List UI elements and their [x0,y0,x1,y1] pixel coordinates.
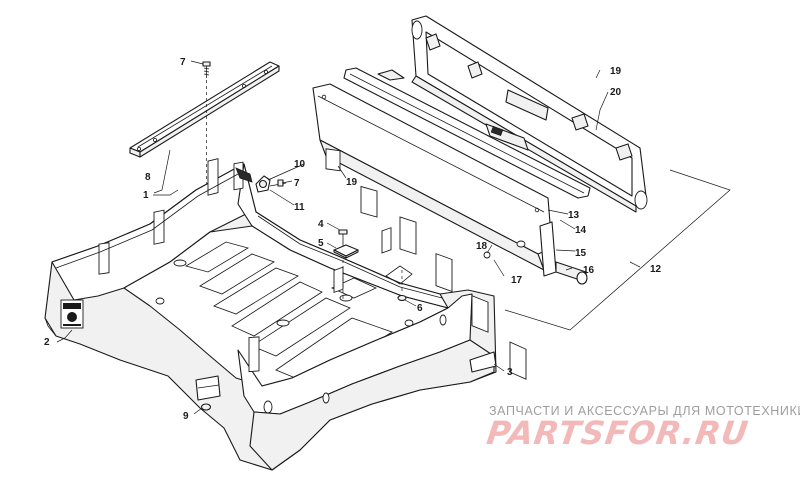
part-tailgate-inner [312,83,553,380]
callout-7-top: 7 [180,57,186,68]
callout-15: 15 [575,248,587,259]
callout-leaders [56,60,641,415]
watermark-logo: PARTSFOR.RU [484,414,752,452]
part-tailgate-seal [343,67,591,199]
callout-12: 12 [650,264,662,275]
callout-18: 18 [476,241,488,252]
callout-19-top: 19 [610,66,622,77]
callout-11: 11 [294,202,305,213]
callout-10: 10 [294,159,306,170]
callout-4: 4 [318,219,324,230]
callout-1: 1 [143,190,149,201]
callout-17: 17 [511,275,523,286]
assembly-outline-tailgate [504,169,731,331]
part-mount-rail [129,61,280,158]
callout-16: 16 [583,265,595,276]
part-clip-nut [195,375,221,411]
callout-19-left: 19 [346,177,358,188]
callout-3: 3 [507,367,513,378]
warning-decal-icon [60,299,84,329]
callout-20: 20 [610,87,622,98]
callout-8: 8 [145,172,151,183]
part-latch-rod [483,221,588,285]
callout-14: 14 [575,225,587,236]
callout-7-side: 7 [294,178,300,189]
watermark-caption: ЗАПЧАСТИ И АКСЕССУАРЫ ДЛЯ МОТОТЕХНИКИ [489,404,800,418]
part-hinge-hardware [255,175,287,193]
callout-9: 9 [183,411,189,422]
part-floor-fastener [333,229,413,302]
tailgate-latches [425,33,633,161]
part-screw-top [202,61,211,78]
callout-2: 2 [44,337,50,348]
callout-6: 6 [417,303,423,314]
part-latch-handle [485,123,529,151]
callout-13: 13 [568,210,580,221]
callout-labels: 7 8 1 2 3 10 7 11 4 5 6 9 19 20 19 13 14… [44,57,662,422]
part-cargo-box [44,158,497,471]
callout-5: 5 [318,238,324,249]
